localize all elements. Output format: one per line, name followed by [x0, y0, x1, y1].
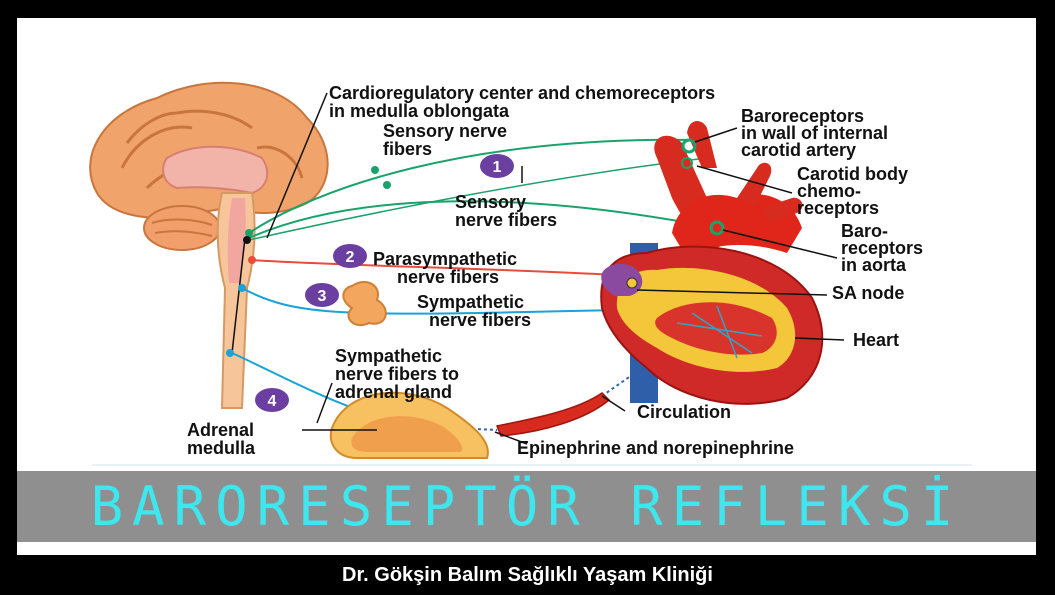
step-marker-3: 3	[305, 283, 339, 307]
label-baroreceptors-aorta-line2: receptors	[841, 238, 923, 258]
label-sensory-fibers-2-line2: nerve fibers	[455, 210, 557, 230]
step-markers: 1 2 3 4	[255, 154, 514, 412]
label-sensory-fibers-2-line1: Sensory	[455, 192, 526, 212]
label-parasympathetic-line2: nerve fibers	[397, 267, 499, 287]
brain-illustration	[89, 81, 329, 409]
step-marker-4-number: 4	[268, 393, 277, 410]
label-adrenal-medulla-line1: Adrenal	[187, 420, 254, 440]
baroreceptor-diagram: Cardioregulatory center and chemorecepto…	[89, 81, 972, 466]
label-cardioregulatory-line2: in medulla oblongata	[329, 101, 510, 121]
label-parasympathetic-line1: Parasympathetic	[373, 249, 517, 269]
step-marker-1: 1	[480, 154, 514, 178]
circulation-vessel	[495, 392, 611, 437]
step-marker-2: 2	[333, 244, 367, 268]
heart-illustration	[600, 121, 824, 405]
label-sensory-fibers-1-line1: Sensory nerve	[383, 121, 507, 141]
label-sym-adrenal-line3: adrenal gland	[335, 382, 452, 402]
step-marker-4: 4	[255, 388, 289, 412]
label-sym-adrenal-line1: Sympathetic	[335, 346, 442, 366]
label-carotid-body-line3: receptors	[797, 198, 879, 218]
label-epinephrine: Epinephrine and norepinephrine	[517, 438, 794, 458]
adrenal-gland	[329, 391, 489, 459]
step-marker-3-number: 3	[318, 288, 327, 305]
label-heart: Heart	[853, 330, 899, 350]
label-cardioregulatory-line1: Cardioregulatory center and chemorecepto…	[329, 83, 715, 103]
label-carotid-body-line2: chemo-	[797, 181, 861, 201]
label-sym-adrenal-line2: nerve fibers to	[335, 364, 459, 384]
label-circulation: Circulation	[637, 402, 731, 422]
title-band: BARORESEPTÖR REFLEKSİ	[17, 471, 1036, 542]
label-carotid-body-line1: Carotid body	[797, 164, 908, 184]
label-baroreceptors-aorta-line3: in aorta	[841, 255, 907, 275]
diagram-labels: Cardioregulatory center and chemorecepto…	[187, 83, 923, 458]
step-marker-2-number: 2	[346, 249, 355, 266]
sympathetic-ganglion	[342, 281, 387, 327]
label-baroreceptors-aorta-line1: Baro-	[841, 221, 888, 241]
label-baroreceptors-carotid-line1: Baroreceptors	[741, 106, 864, 126]
label-sympathetic-line1: Sympathetic	[417, 292, 524, 312]
footer-credit: Dr. Gökşin Balım Sağlıklı Yaşam Kliniği	[342, 564, 713, 586]
label-sa-node: SA node	[832, 283, 904, 303]
step-marker-1-number: 1	[493, 159, 502, 176]
label-sensory-fibers-1-line2: fibers	[383, 139, 432, 159]
footer: Dr. Gökşin Balım Sağlıklı Yaşam Kliniği	[0, 556, 1055, 595]
leader-lines	[302, 127, 845, 445]
slide-title: BARORESEPTÖR REFLEKSİ	[90, 475, 963, 538]
label-baroreceptors-carotid-line2: in wall of internal	[741, 123, 888, 143]
label-baroreceptors-carotid-line3: carotid artery	[741, 140, 856, 160]
label-adrenal-medulla-line2: medulla	[187, 438, 256, 458]
label-sympathetic-line2: nerve fibers	[429, 310, 531, 330]
diagram-panel: Cardioregulatory center and chemorecepto…	[17, 18, 1036, 555]
